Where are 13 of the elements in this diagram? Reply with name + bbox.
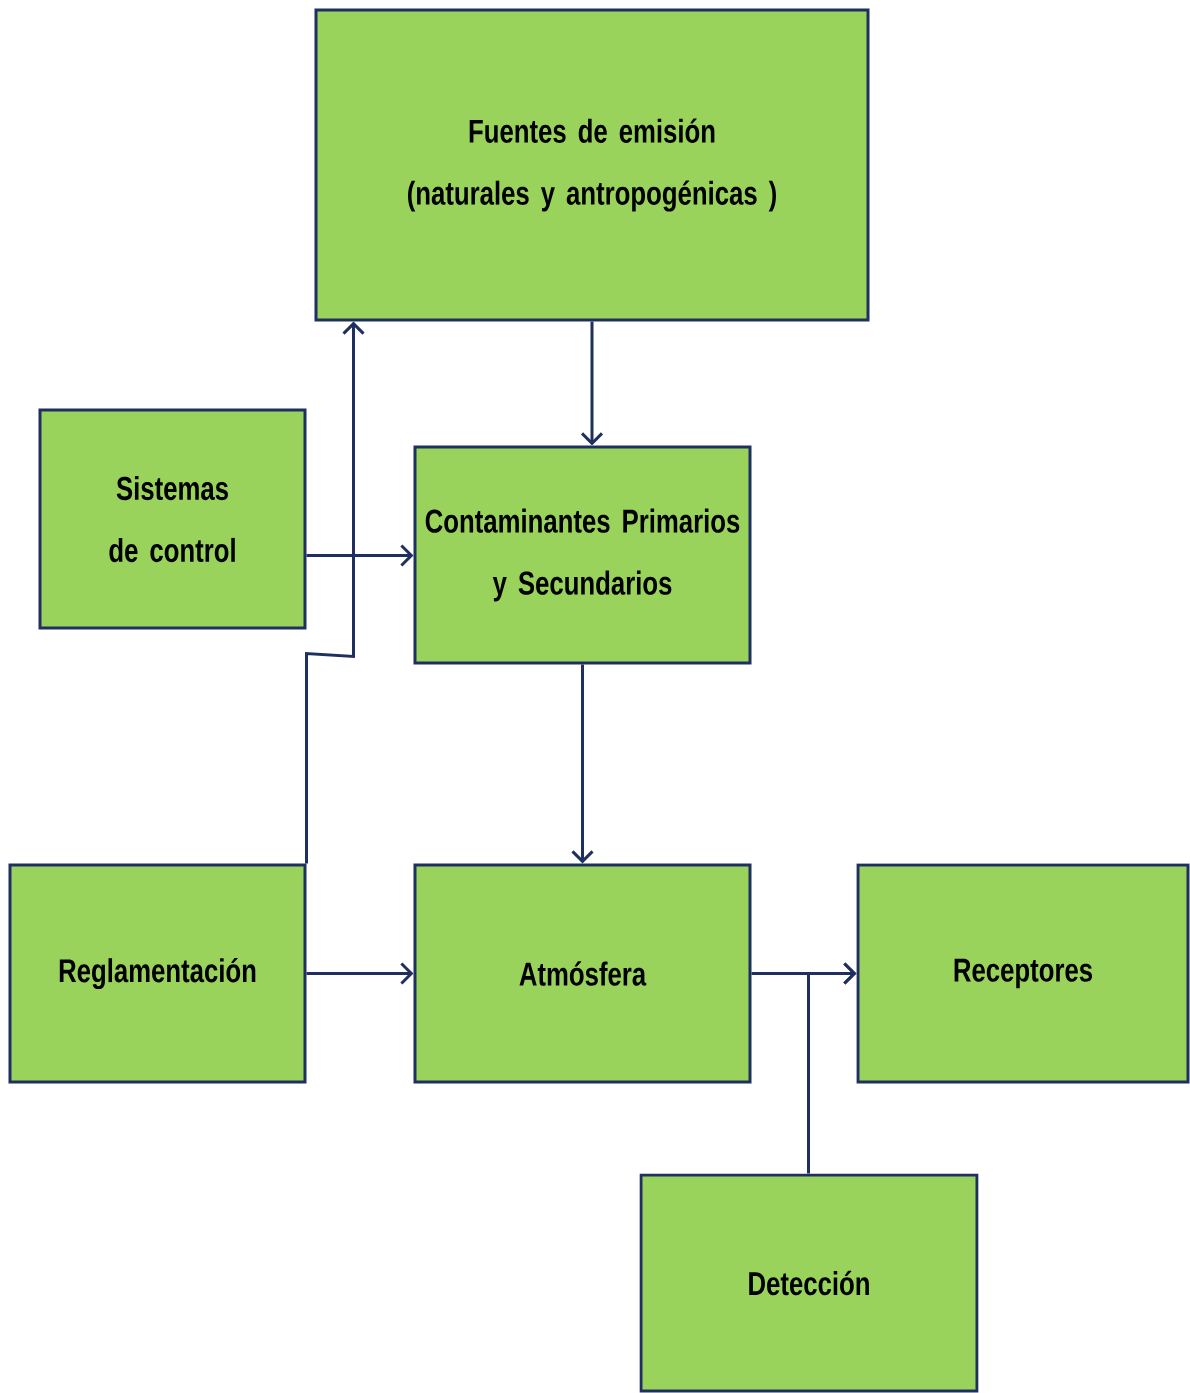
process-box: Fuentes de emisión (naturales y antropogénicas ) bbox=[314, 8, 870, 322]
arrow bbox=[580, 321, 604, 446]
arrow bbox=[306, 962, 414, 985]
process-box: Contaminantes Primarios y Secundarios bbox=[413, 445, 752, 665]
arrow bbox=[807, 962, 857, 1174]
process-box: Receptores bbox=[856, 863, 1190, 1084]
process-box: Atmósfera bbox=[413, 863, 752, 1084]
arrow bbox=[571, 664, 594, 864]
process-box: Reglamentación bbox=[8, 863, 307, 1084]
arrow bbox=[306, 544, 414, 567]
process-box: Detección bbox=[639, 1173, 979, 1393]
arrow bbox=[305, 321, 365, 864]
process-box: Sistemas de control bbox=[38, 408, 307, 630]
